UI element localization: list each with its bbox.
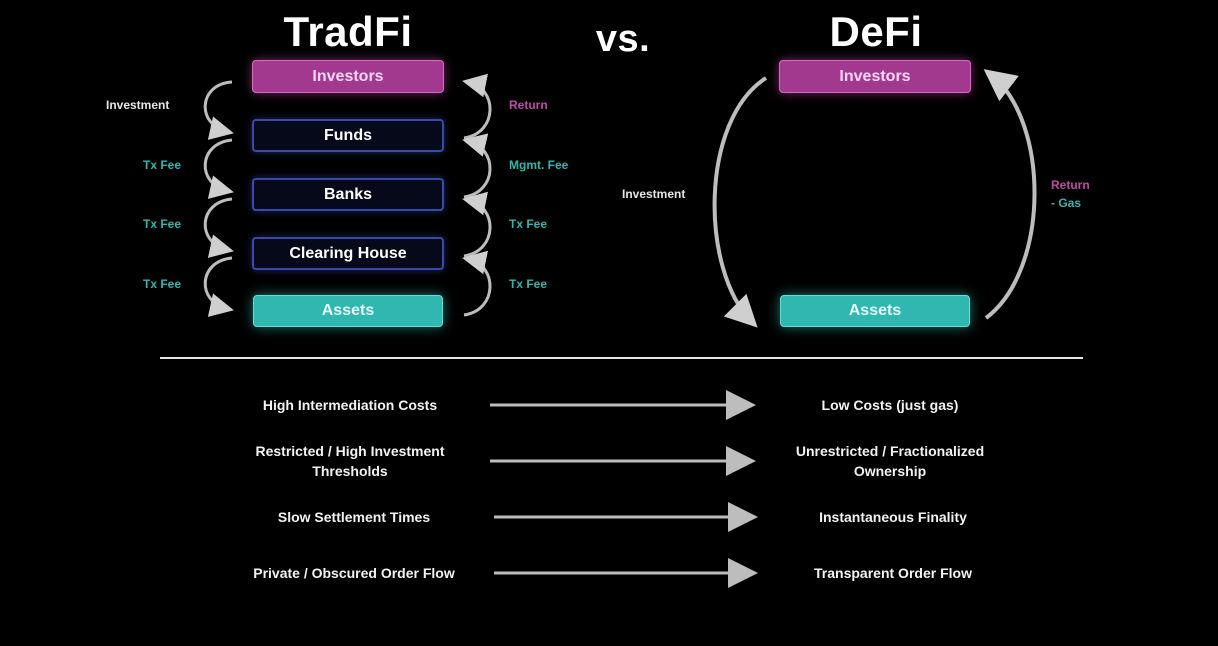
loop-arrow-assets-clearing — [462, 250, 492, 317]
tradfi-title: TradFi — [283, 8, 413, 55]
tradfi-banks-box: Banks — [252, 178, 444, 211]
comparison-tradfi-3: Slow Settlement Times — [277, 509, 431, 525]
loop-arrow-funds-investors — [462, 73, 492, 140]
tradfi-mgmt-fee-label: Mgmt. Fee — [509, 158, 569, 172]
defi-investment-arc — [712, 76, 768, 328]
comparison-defi-3: Instantaneous Finality — [819, 509, 967, 525]
tradfi-right-tx-fee-label-2: Tx Fee — [509, 277, 548, 291]
section-divider — [160, 357, 1083, 359]
tradfi-right-tx-fee-label-1: Tx Fee — [509, 217, 548, 231]
defi-return-label: Return — [1051, 178, 1090, 192]
comparison-defi-1: Low Costs (just gas) — [821, 397, 959, 413]
tradfi-tx-fee-label-1: Tx Fee — [143, 158, 182, 172]
comparison-tradfi-2: Restricted / High Investment Thresholds — [255, 443, 445, 479]
tradfi-clearing-house-box: Clearing House — [252, 237, 444, 270]
tradfi-return-label: Return — [509, 98, 548, 112]
loop-arrow-clearing-assets — [203, 256, 234, 317]
defi-investors-box: Investors — [779, 60, 971, 93]
defi-assets-box: Assets — [780, 295, 970, 327]
comparison-tradfi-4: Private / Obscured Order Flow — [253, 565, 455, 581]
defi-return-arc — [983, 69, 1037, 320]
tradfi-right-loop-arrows — [462, 73, 492, 317]
defi-gas-label: - Gas — [1051, 196, 1082, 210]
comparison-tradfi-1: High Intermediation Costs — [262, 397, 438, 413]
comparison-defi-2: Unrestricted / Fractionalized Ownership — [795, 443, 985, 479]
loop-arrow-clearing-banks — [462, 191, 492, 258]
tradfi-tx-fee-label-2: Tx Fee — [143, 217, 182, 231]
tradfi-left-loop-arrows — [203, 80, 234, 317]
tradfi-tx-fee-label-3: Tx Fee — [143, 277, 182, 291]
vs-label: vs. — [595, 18, 651, 60]
tradfi-investors-box: Investors — [252, 60, 444, 93]
defi-investment-label: Investment — [622, 187, 686, 201]
loop-arrow-funds-banks — [203, 138, 234, 199]
loop-arrow-investors-funds — [203, 80, 234, 140]
comparison-defi-4: Transparent Order Flow — [814, 565, 972, 581]
loop-arrow-banks-funds — [462, 133, 492, 199]
defi-title: DeFi — [829, 8, 923, 55]
tradfi-investment-label: Investment — [106, 98, 170, 112]
tradfi-funds-box: Funds — [252, 119, 444, 152]
loop-arrow-banks-clearing — [203, 197, 234, 258]
tradfi-assets-box: Assets — [253, 295, 443, 327]
